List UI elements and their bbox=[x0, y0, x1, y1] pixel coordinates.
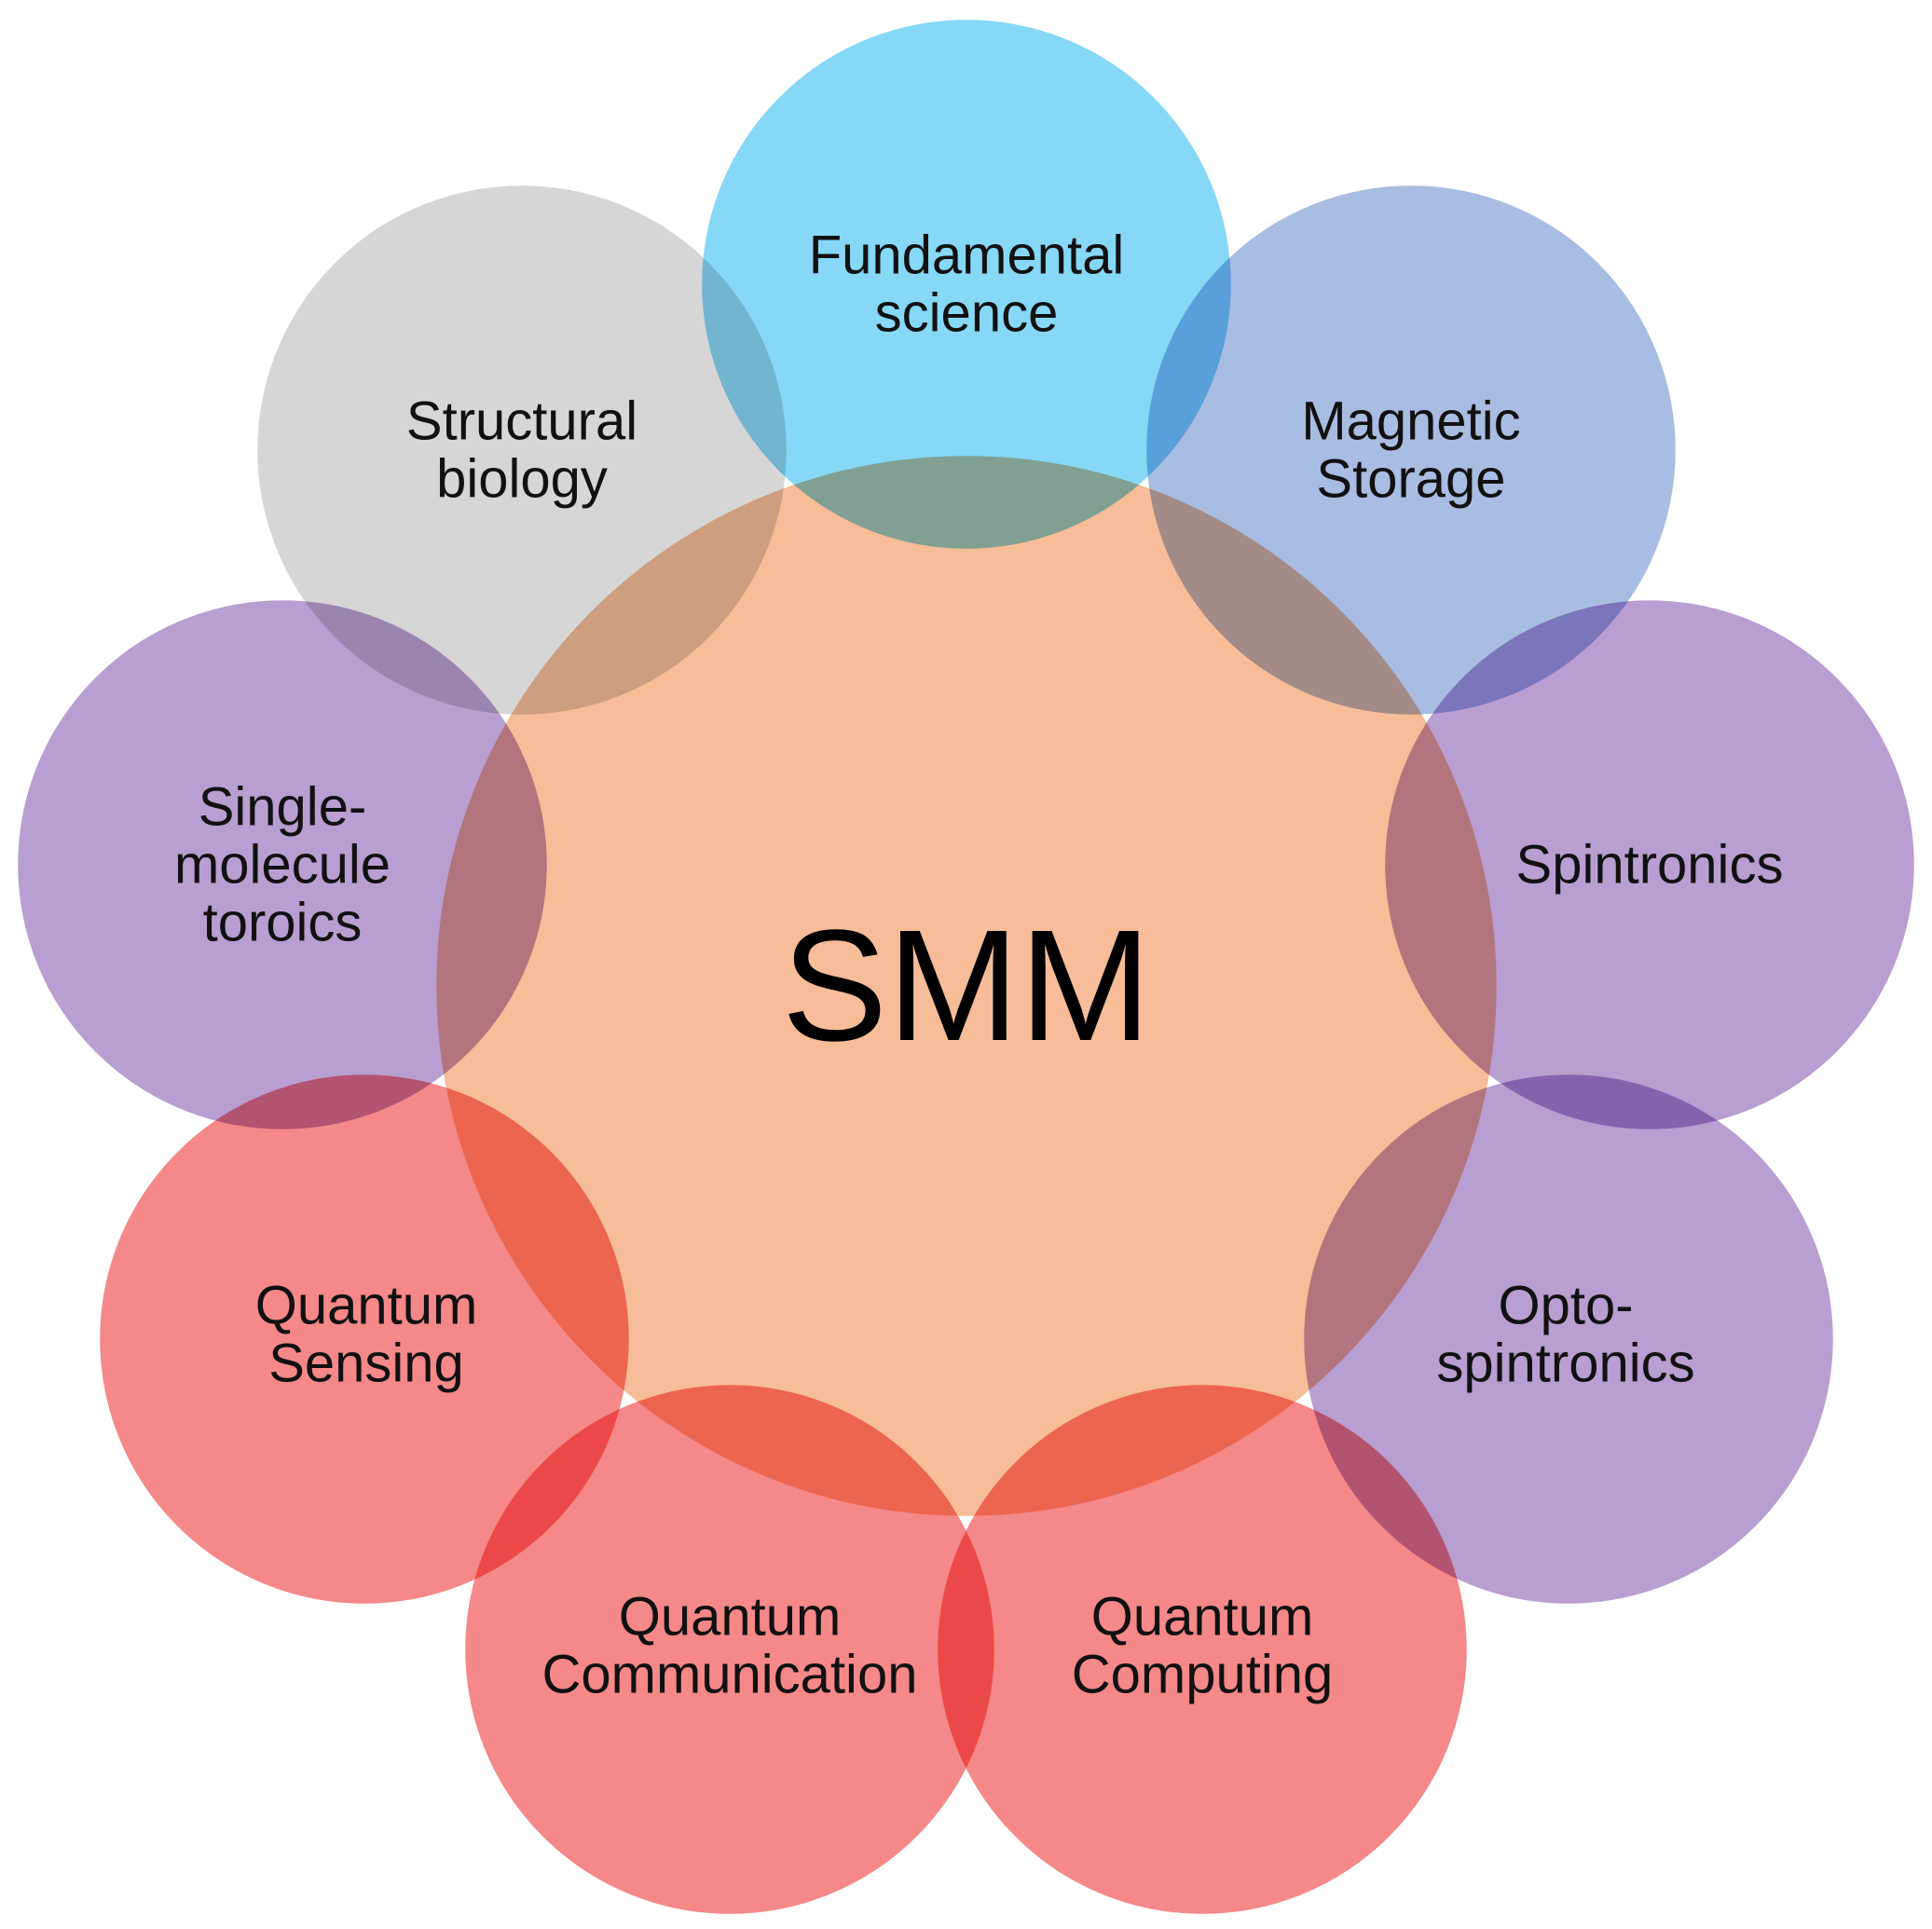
structural-biology-label-line: Structural bbox=[406, 391, 637, 452]
opto-spintronics-label-line: spintronics bbox=[1436, 1334, 1694, 1394]
quantum-sensing-label-line: Quantum bbox=[255, 1276, 478, 1336]
fundamental-science-label-line: science bbox=[875, 283, 1059, 344]
magnetic-storage-circle bbox=[1144, 183, 1679, 718]
magnetic-storage-label-line: Storage bbox=[1316, 449, 1505, 510]
quantum-sensing-label-line: Sensing bbox=[268, 1334, 464, 1394]
quantum-computing-label-line: Computing bbox=[1072, 1645, 1333, 1705]
quantum-communication-label-line: Quantum bbox=[619, 1587, 842, 1648]
single-molecule-toroics-label-line: toroics bbox=[203, 893, 363, 953]
opto-spintronics-circle bbox=[1301, 1072, 1836, 1607]
structural-biology-label-line: biology bbox=[436, 449, 608, 510]
single-molecule-toroics-label-line: molecule bbox=[174, 835, 391, 896]
quantum-communication-circle bbox=[462, 1382, 997, 1917]
quantum-computing-label-line: Quantum bbox=[1091, 1587, 1314, 1648]
quantum-communication-label-line: Communication bbox=[542, 1645, 918, 1705]
opto-spintronics-label: Opto-spintronics bbox=[1436, 1276, 1694, 1394]
single-molecule-toroics-circle bbox=[15, 597, 550, 1132]
magnetic-storage-label-line: Magnetic bbox=[1301, 391, 1520, 452]
single-molecule-toroics-label-line: Single- bbox=[199, 777, 367, 838]
fundamental-science-label-line: Fundamental bbox=[809, 226, 1125, 286]
spintronics-label: Spintronics bbox=[1516, 835, 1784, 896]
structural-biology-circle bbox=[254, 183, 789, 718]
opto-spintronics-label-line: Opto- bbox=[1498, 1276, 1633, 1336]
circles-layer bbox=[15, 17, 1917, 1917]
spintronics-label-line: Spintronics bbox=[1516, 835, 1784, 896]
center-label: SMM bbox=[782, 897, 1152, 1074]
